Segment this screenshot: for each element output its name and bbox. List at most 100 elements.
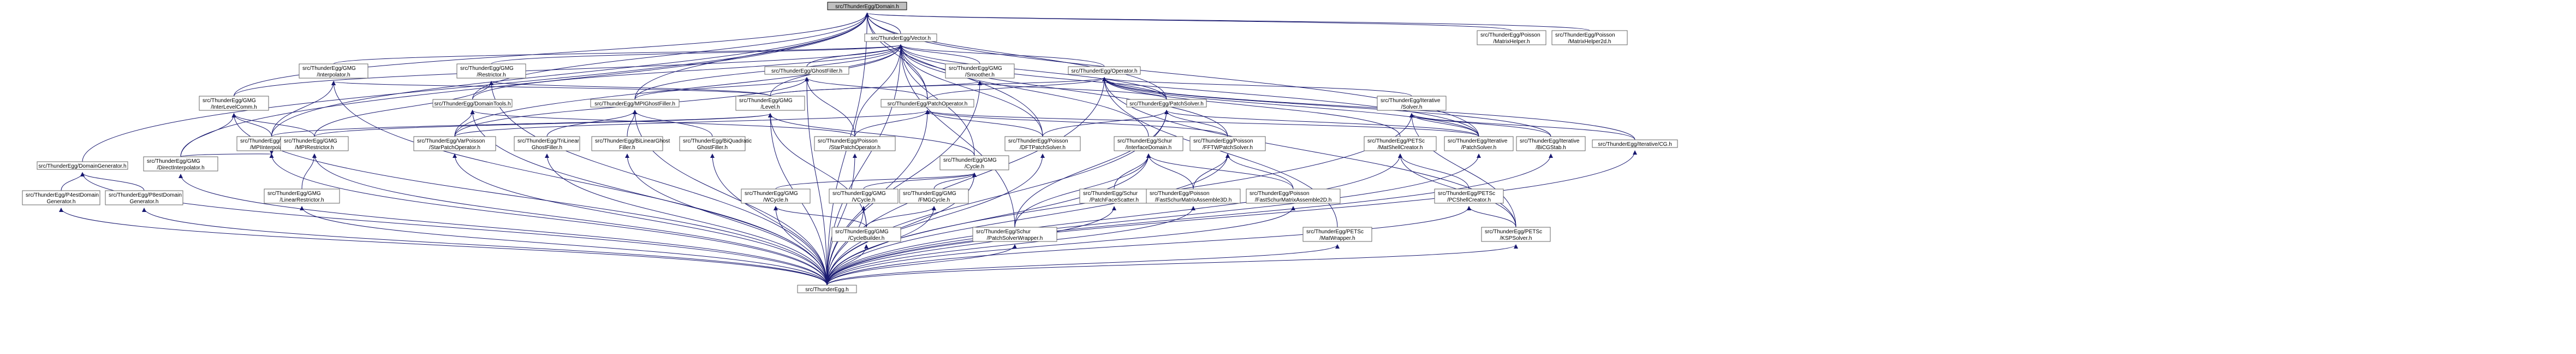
node-poisson_fastschur2d[interactable]: src/ThunderEgg/Poisson/FastSchurMatrixAs… <box>1246 188 1341 204</box>
node-petsc_kspsolver[interactable]: src/ThunderEgg/PETSc/KSPSolver.h <box>1481 227 1551 242</box>
node-label: src/ThunderEgg/Schur <box>1117 138 1173 144</box>
node-box <box>432 99 513 108</box>
node-gmg_level[interactable]: src/ThunderEgg/GMG/Level.h <box>735 96 805 111</box>
node-label: src/ThunderEgg/BiQuadratic <box>683 138 752 144</box>
edge-thunderegg-to-poisson_fastschur2d <box>826 206 1295 286</box>
node-label: /FMGCycle.h <box>918 197 950 203</box>
node-schur_interfacedomain[interactable]: src/ThunderEgg/Schur/InterfaceDomain.h <box>1114 136 1183 151</box>
node-box <box>299 63 368 79</box>
node-box <box>413 136 496 151</box>
node-gmg_fmgcycle[interactable]: src/ThunderEgg/GMG/FMGCycle.h <box>899 188 969 204</box>
node-label: src/ThunderEgg/GMG <box>949 66 1002 72</box>
node-label: src/ThunderEgg/Iterative <box>1520 138 1580 144</box>
node-gmg_directinterpolator[interactable]: src/ThunderEgg/GMG/DirectInterpolator.h <box>143 156 218 172</box>
edge-iterative_patchsolver-to-iterative_solver <box>1409 113 1479 137</box>
node-label: src/ThunderEgg/GMG <box>302 66 356 72</box>
node-box <box>514 136 580 151</box>
node-domaintools[interactable]: src/ThunderEgg/DomainTools.h <box>432 99 513 108</box>
node-poisson_fastschur3d[interactable]: src/ThunderEgg/Poisson/FastSchurMatrixAs… <box>1146 188 1241 204</box>
node-gmg_interpolator[interactable]: src/ThunderEgg/GMG/Interpolator.h <box>299 63 368 79</box>
edge-thunderegg-to-petsc_matwrapper <box>826 244 1340 286</box>
node-poisson_matrixhelper[interactable]: src/ThunderEgg/Poisson/MatrixHelper.h <box>1477 30 1546 45</box>
node-petsc_matwrapper[interactable]: src/ThunderEgg/PETSc/MatWrapper.h <box>1302 227 1372 242</box>
node-gmg_cyclebuilder[interactable]: src/ThunderEgg/GMG/CycleBuilder.h <box>831 227 901 242</box>
node-label: /Interpolator.h <box>317 72 350 78</box>
node-gmg_wcycle[interactable]: src/ThunderEgg/GMG/WCycle.h <box>741 188 811 204</box>
node-box <box>797 285 857 293</box>
node-poisson_matrixhelper2d[interactable]: src/ThunderEgg/Poisson/MatrixHelper2d.h <box>1551 30 1628 45</box>
node-box <box>590 99 680 108</box>
node-label: /Smoother.h <box>965 72 995 78</box>
node-patchoperator[interactable]: src/ThunderEgg/PatchOperator.h <box>881 99 974 108</box>
edge-gmg_level-to-gmg_smoother <box>770 81 982 97</box>
node-poisson_starpatchoperator[interactable]: src/ThunderEgg/Poisson/StarPatchOperator… <box>814 136 896 151</box>
edge-p8estdomaingenerator-to-domaingenerator <box>80 172 145 191</box>
edge-gmg_cycle-to-gmg_level <box>768 113 975 156</box>
node-label: src/ThunderEgg/Poisson <box>1250 191 1310 197</box>
node-box <box>1068 66 1141 75</box>
edge-gmg_interlevelcomm-to-domain <box>234 13 870 97</box>
node-box <box>1434 188 1504 204</box>
edge-thunderegg-to-p4estdomaingenerator <box>59 208 828 286</box>
node-iterative_bicgstab[interactable]: src/ThunderEgg/Iterative/BiCGStab.h <box>1516 136 1586 151</box>
edge-poisson_matrixhelper2d-to-domain <box>865 13 1590 31</box>
node-label: src/ThunderEgg/Poisson <box>1150 191 1210 197</box>
edge-gmg_mpirestrictor-to-gmg_restrictor <box>314 81 493 137</box>
node-poisson_fftwpatchsolver[interactable]: src/ThunderEgg/Poisson/FFTWPatchSolver.h <box>1189 136 1266 151</box>
node-gmg_restrictor[interactable]: src/ThunderEgg/GMG/Restrictor.h <box>456 63 526 79</box>
node-label: Filler.h <box>619 145 635 151</box>
node-ghostfiller[interactable]: src/ThunderEgg/GhostFiller.h <box>764 66 849 75</box>
node-patchsolver[interactable]: src/ThunderEgg/PatchSolver.h <box>1126 99 1207 108</box>
node-gmg_interlevelcomm[interactable]: src/ThunderEgg/GMG/InterLevelComm.h <box>199 96 269 111</box>
edge-poisson_starpatchoperator-to-patchoperator <box>854 110 930 137</box>
node-box <box>264 188 340 204</box>
node-gmg_mpirestrictor[interactable]: src/ThunderEgg/GMG/MPIRestrictor.h <box>280 136 349 151</box>
edge-gmg_level-to-gmg_restrictor <box>489 81 771 97</box>
node-label: /PatchFaceScatter.h <box>1090 197 1139 203</box>
node-box <box>831 227 901 242</box>
node-box <box>1146 188 1241 204</box>
node-mpighostfiller[interactable]: src/ThunderEgg/MPIGhostFiller.h <box>590 99 680 108</box>
node-iterative_solver[interactable]: src/ThunderEgg/Iterative/Solver.h <box>1377 96 1447 111</box>
node-gmg_cycle[interactable]: src/ThunderEgg/GMG/Cycle.h <box>939 155 1009 170</box>
edge-varpoisson_starpatchoperator-to-patchoperator <box>454 110 930 137</box>
edge-gmg_smoother-to-vector <box>899 44 980 64</box>
node-box <box>1079 188 1149 204</box>
edge-poisson_dfftpatchsolver-to-patchoperator <box>925 110 1043 137</box>
node-label: /MatWrapper.h <box>1319 235 1355 241</box>
edge-ghostfiller-to-vector <box>806 44 903 67</box>
edge-poisson_fftwpatchsolver-to-patchsolver <box>1164 110 1228 137</box>
node-label: src/ThunderEgg/Poisson <box>1480 32 1540 38</box>
node-label: /Restrictor.h <box>477 72 505 78</box>
edge-thunderegg-to-iterative_patchsolver <box>826 154 1481 286</box>
node-label: src/ThunderEgg/Poisson <box>818 138 878 144</box>
node-label: /MatrixHelper2d.h <box>1568 39 1611 45</box>
node-label: src/ThunderEgg/GMG <box>284 138 337 144</box>
node-petsc_matshellcreator[interactable]: src/ThunderEgg/PETSc/MatShellCreator.h <box>1364 136 1437 151</box>
node-gmg_vcycle[interactable]: src/ThunderEgg/GMG/VCycle.h <box>829 188 899 204</box>
node-thunderegg[interactable]: src/ThunderEgg.h <box>797 285 857 293</box>
node-gmg_linearrestrictor[interactable]: src/ThunderEgg/GMG/LinearRestrictor.h <box>264 188 340 204</box>
node-schur_patchfacescatter[interactable]: src/ThunderEgg/Schur/PatchFaceScatter.h <box>1079 188 1149 204</box>
node-petsc_pcshellcreator[interactable]: src/ThunderEgg/PETSc/PCShellCreator.h <box>1434 188 1504 204</box>
node-gmg_smoother[interactable]: src/ThunderEgg/GMG/Smoother.h <box>945 63 1015 79</box>
node-vector[interactable]: src/ThunderEgg/Vector.h <box>864 33 937 42</box>
node-operator[interactable]: src/ThunderEgg/Operator.h <box>1068 66 1141 75</box>
node-schur_patchsolverwrapper[interactable]: src/ThunderEgg/Schur/PatchSolverWrapper.… <box>972 227 1057 242</box>
node-poisson_dfftpatchsolver[interactable]: src/ThunderEgg/Poisson/DFTPatchSolver.h <box>1004 136 1081 151</box>
node-domaingenerator[interactable]: src/ThunderEgg/DomainGenerator.h <box>37 161 128 170</box>
node-box <box>881 99 974 108</box>
node-box <box>1481 227 1551 242</box>
edge-thunderegg-to-poisson_dfftpatchsolver <box>826 154 1045 286</box>
node-iterative_patchsolver[interactable]: src/ThunderEgg/Iterative/PatchSolver.h <box>1444 136 1514 151</box>
node-label: src/ThunderEgg/GMG <box>203 98 256 104</box>
node-iterative_cg[interactable]: src/ThunderEgg/Iterative/CG.h <box>1592 139 1678 148</box>
node-box <box>22 190 100 205</box>
node-varpoisson_starpatchoperator[interactable]: src/ThunderEgg/VarPoisson/StarPatchOpera… <box>413 136 496 151</box>
